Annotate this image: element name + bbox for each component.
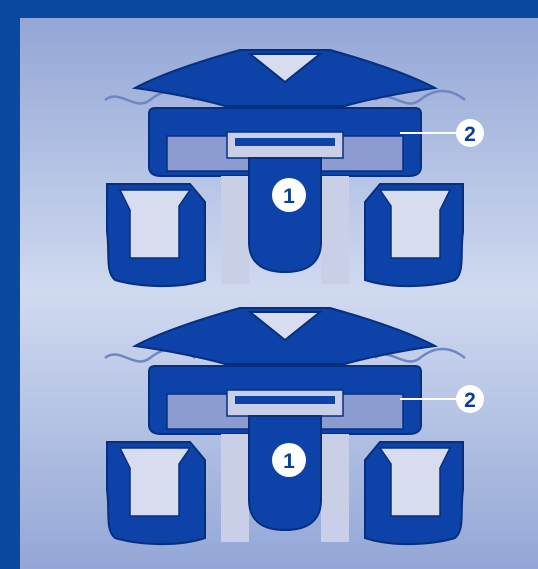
part1-label-top: 1: [283, 185, 295, 208]
part1-label-bottom: 1: [283, 450, 295, 473]
part2-label-top: 2: [464, 123, 476, 146]
part2-label-bottom: 2: [464, 389, 476, 412]
